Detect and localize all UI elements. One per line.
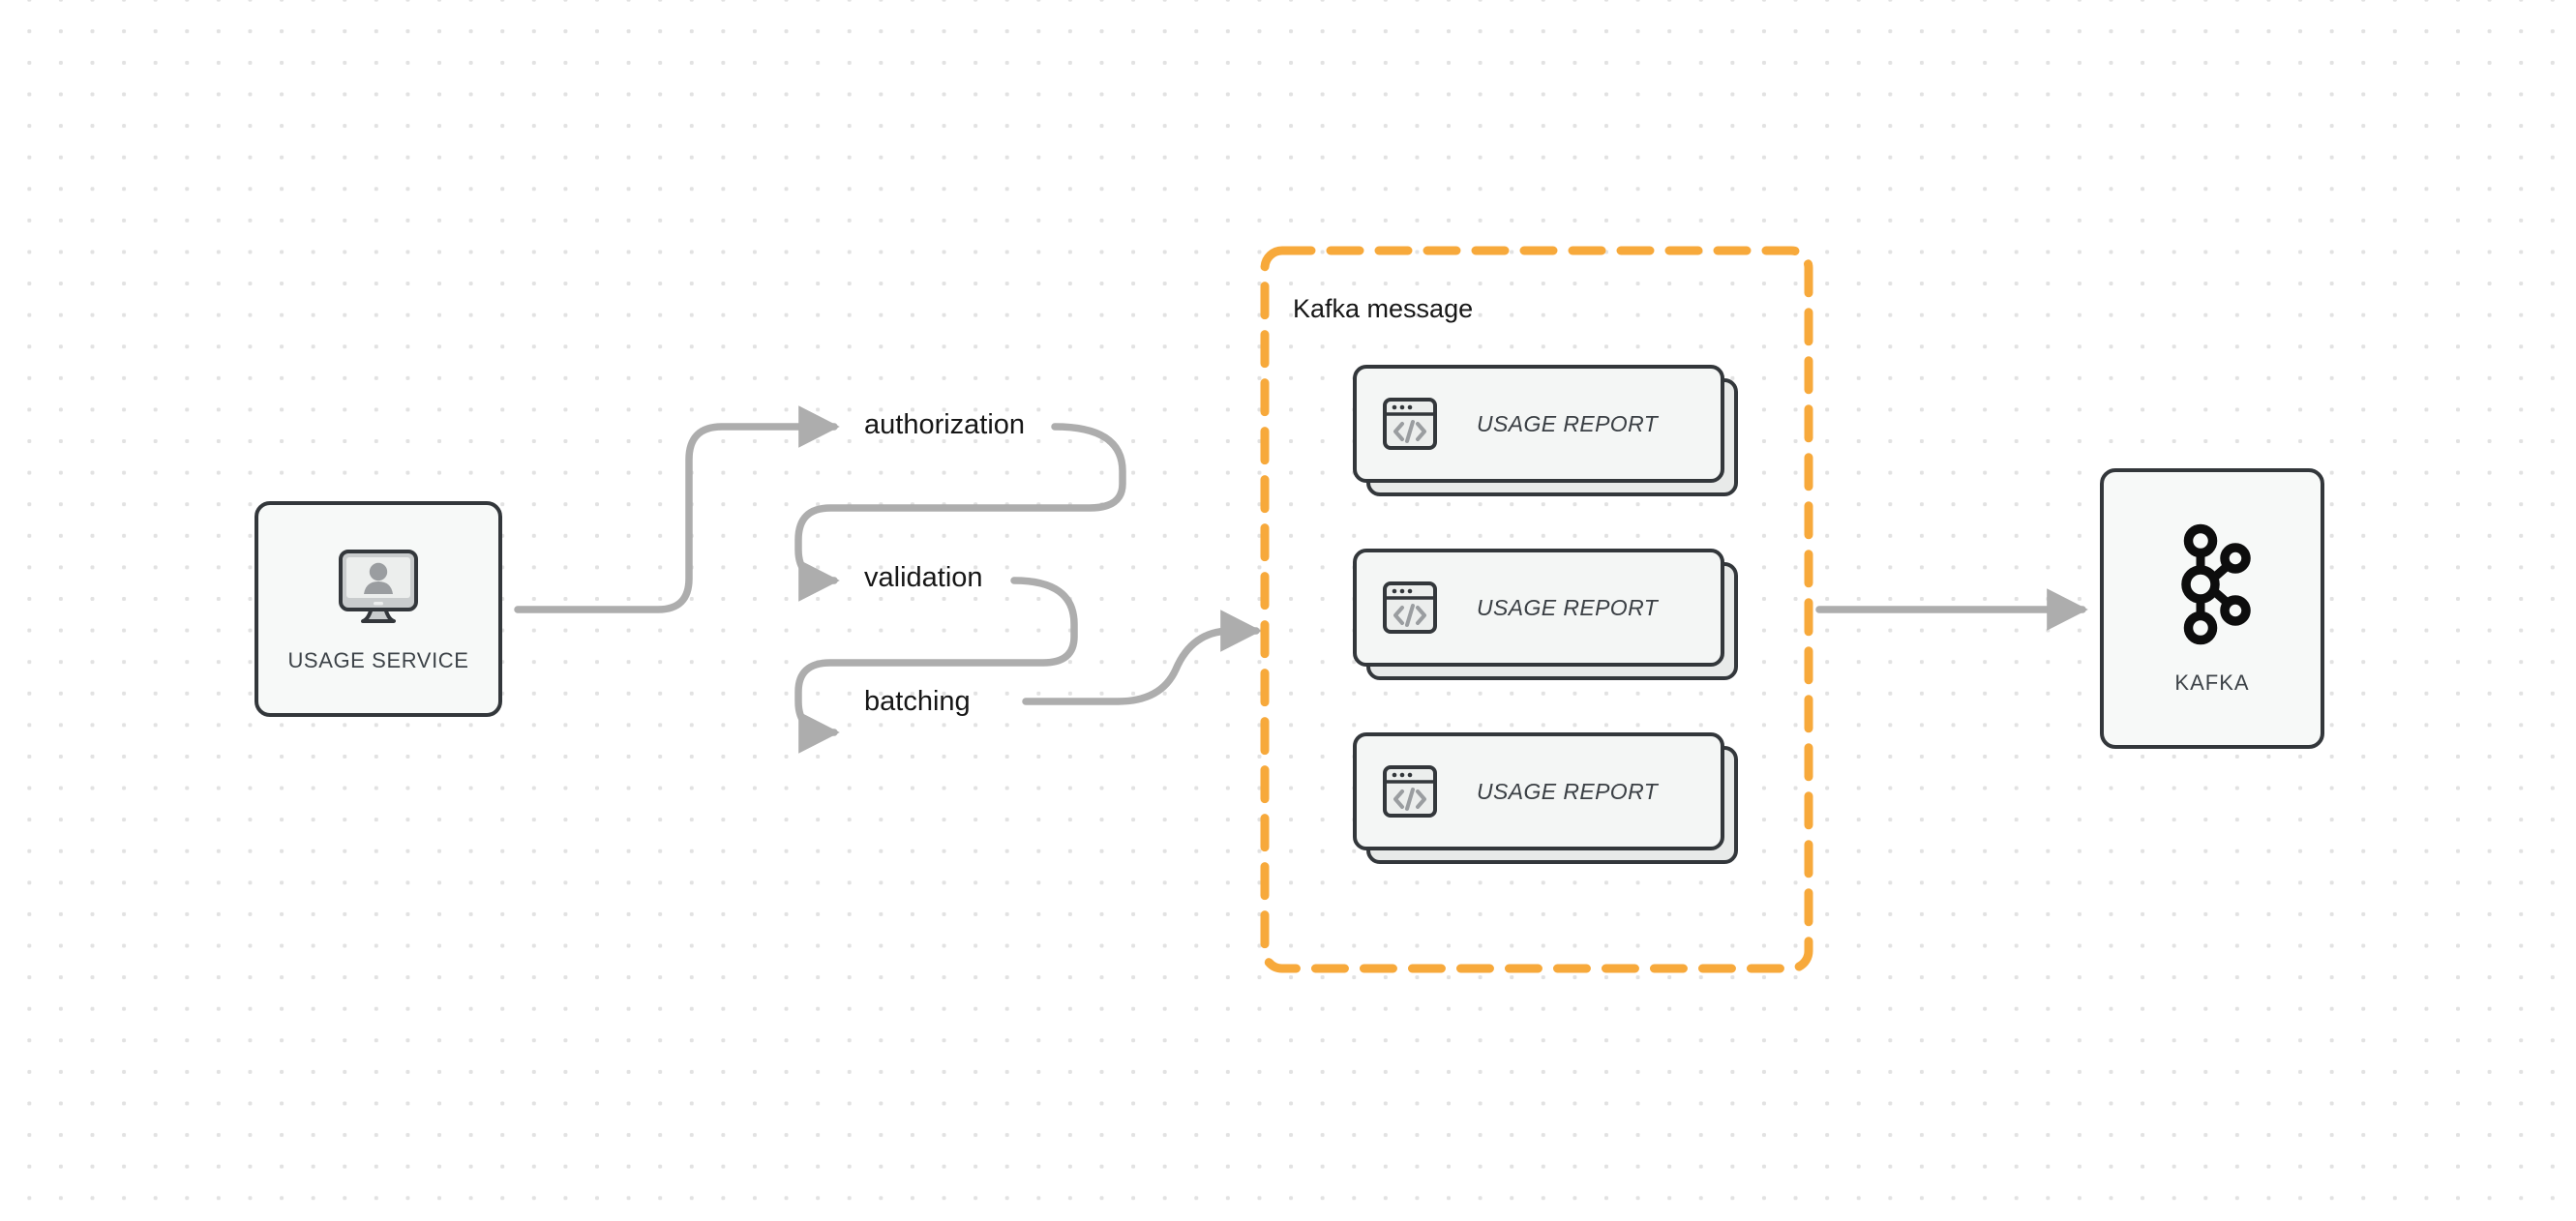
usage-report-card[interactable]: USAGE REPORT <box>1353 549 1738 680</box>
node-label-kafka: KAFKA <box>2174 670 2250 695</box>
card-face: USAGE REPORT <box>1353 732 1724 850</box>
connector-authorization-to-validation <box>794 423 1126 602</box>
card-face: USAGE REPORT <box>1353 365 1724 483</box>
usage-report-card[interactable]: USAGE REPORT <box>1353 732 1738 864</box>
monitor-user-icon <box>334 546 423 631</box>
card-face: USAGE REPORT <box>1353 549 1724 667</box>
step-label-validation: validation <box>864 562 983 593</box>
kafka-logo-icon <box>2166 521 2259 645</box>
card-label: USAGE REPORT <box>1477 778 1659 804</box>
card-label: USAGE REPORT <box>1477 410 1659 436</box>
step-label-batching: batching <box>864 686 971 717</box>
card-label: USAGE REPORT <box>1477 594 1659 620</box>
step-label-authorization: authorization <box>864 409 1026 440</box>
group-kafka-message: Kafka message USAGE REP <box>1260 246 1813 973</box>
code-window-icon <box>1382 580 1438 636</box>
code-window-icon <box>1382 763 1438 819</box>
code-window-icon <box>1382 396 1438 452</box>
node-usage-service[interactable]: USAGE SERVICE <box>255 501 502 717</box>
node-label-usage-service: USAGE SERVICE <box>287 647 469 672</box>
group-title-kafka-message: Kafka message <box>1293 294 1474 323</box>
connector-usage-service-to-authorization <box>514 405 840 613</box>
connector-batching-to-kafka-message <box>1022 610 1262 705</box>
usage-report-card[interactable]: USAGE REPORT <box>1353 365 1738 496</box>
node-kafka[interactable]: KAFKA <box>2100 468 2324 749</box>
